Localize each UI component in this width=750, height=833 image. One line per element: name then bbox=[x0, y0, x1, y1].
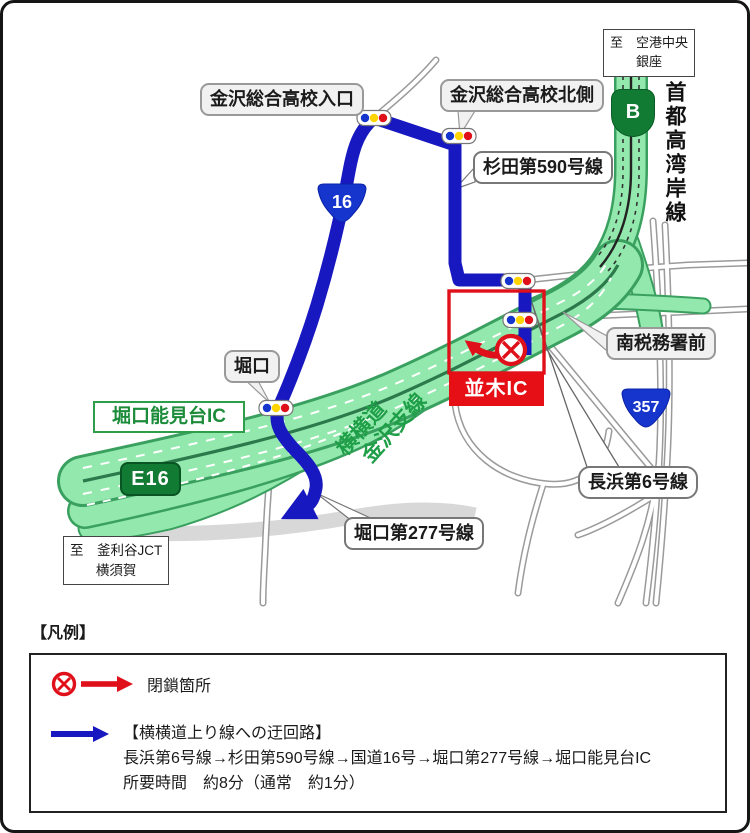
callout-horiguchi-277: 堀口第277号線 bbox=[344, 517, 485, 550]
legend-detour-route: 長浜第6号線→杉田第590号線→国道16号→堀口第277号線→堀口能見台IC bbox=[123, 750, 652, 767]
legend-detour-time: 所要時間 約8分（通常 約1分） bbox=[123, 775, 365, 792]
lane-markings bbox=[82, 58, 640, 506]
legend-title: 【凡例】 bbox=[31, 625, 96, 642]
legend-detour-title: 【横横道上り線への迂回路】 bbox=[123, 725, 332, 742]
surface-road-band bbox=[87, 502, 477, 542]
destination-south-box: 至 釜利谷JCT 横須賀 bbox=[63, 536, 170, 586]
legend-closure-label: 閉鎖箇所 bbox=[147, 678, 212, 695]
destination-south-line1: 至 釜利谷JCT bbox=[70, 543, 163, 558]
traffic-light-icon bbox=[500, 272, 536, 290]
callout-horiguchi: 堀口 bbox=[224, 350, 280, 383]
legend-detour-text: 【横横道上り線への迂回路】 長浜第6号線→杉田第590号線→国道16号→堀口第2… bbox=[123, 721, 651, 796]
wangan-line-badge: B bbox=[611, 89, 655, 137]
shuto-wangan-line-label: 首都高湾岸線 bbox=[663, 81, 686, 225]
e16-badge: E16 bbox=[120, 462, 181, 496]
callout-sugita-590: 杉田第590号線 bbox=[473, 151, 614, 184]
destination-north-line2: 銀座 bbox=[636, 53, 663, 69]
detour-route-line bbox=[270, 111, 525, 520]
legend-closure-row: 閉鎖箇所 bbox=[51, 671, 211, 697]
route-shield-357 bbox=[621, 388, 671, 428]
detour-arrow-icon bbox=[51, 726, 109, 742]
namiki-ic-label: 並木IC bbox=[449, 373, 544, 406]
callout-nagahama-6: 長浜第6号線 bbox=[578, 466, 699, 499]
road-map: 16 357 B E16 金沢総合高校入口 金沢総合高校北側 杉田第590号線 … bbox=[3, 3, 747, 613]
destination-north-line1: 至 空港中央 bbox=[610, 35, 689, 50]
destination-south-line2: 横須賀 bbox=[95, 562, 137, 578]
traffic-lights bbox=[258, 109, 538, 417]
callout-kanazawa-entrance: 金沢総合高校入口 bbox=[200, 83, 364, 116]
route-shield-16 bbox=[317, 183, 367, 223]
map-canvas bbox=[57, 41, 747, 607]
traffic-light-icon bbox=[356, 109, 392, 127]
legend-box: 閉鎖箇所 【横横道上り線への迂回路】 長浜第6号線→杉田第590号線→国道16号… bbox=[29, 653, 727, 813]
horiguchi-nokendai-ic-label: 堀口能見台IC bbox=[93, 401, 245, 433]
traffic-light-icon bbox=[441, 127, 477, 145]
route-16-number: 16 bbox=[331, 192, 353, 212]
closure-x-icon bbox=[51, 671, 77, 697]
traffic-light-icon bbox=[502, 311, 538, 329]
closure-arrow-icon bbox=[81, 676, 133, 692]
callout-kanazawa-north: 金沢総合高校北側 bbox=[440, 79, 604, 112]
destination-north-box: 至 空港中央 銀座 bbox=[603, 29, 696, 77]
route-357-number: 357 bbox=[632, 399, 660, 416]
callout-minami-tax-office: 南税務署前 bbox=[606, 327, 716, 360]
callout-pointers bbox=[240, 109, 621, 522]
legend-detour-row: 【横横道上り線への迂回路】 長浜第6号線→杉田第590号線→国道16号→堀口第2… bbox=[51, 721, 651, 796]
closure-x-icon bbox=[494, 333, 528, 367]
traffic-light-icon bbox=[258, 399, 294, 417]
